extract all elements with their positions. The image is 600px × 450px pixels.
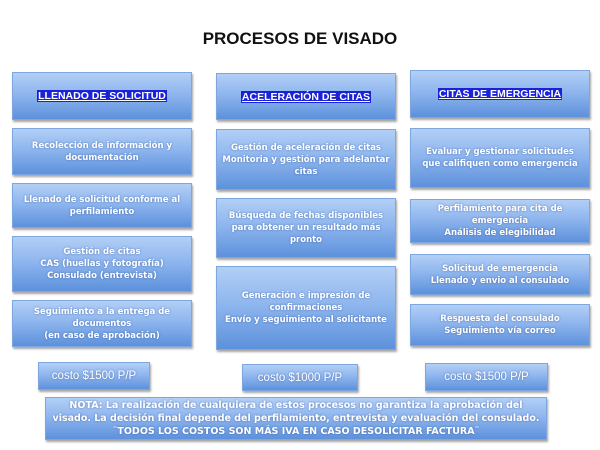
process-box: Búsqueda de fechas disponibles para obte…	[216, 198, 396, 258]
process-box: Perfilamiento para cita de emergencia An…	[410, 199, 590, 243]
header-label: ACELERACIÓN DE CITAS	[240, 90, 372, 103]
page-title: PROCESOS DE VISADO	[202, 29, 398, 48]
process-box: Generación e impresión de confirmaciones…	[216, 266, 396, 350]
process-box: Llenado de solicitud conforme al perfila…	[12, 183, 192, 228]
process-box: Gestión de aceleración de citas Monitori…	[216, 129, 396, 190]
cost-label: costo $1000 P/P	[242, 364, 358, 391]
cost-label: costo $1500 P/P	[425, 363, 548, 391]
disclaimer-note: NOTA: La realización de cualquiera de es…	[45, 397, 547, 440]
process-box: Solicitud de emergencia Llenado y envio …	[410, 254, 590, 295]
process-box: Gestión de citas CAS (huellas y fotograf…	[12, 236, 192, 292]
process-box: Recolección de información y documentaci…	[12, 128, 192, 175]
header-label: LLENADO DE SOLICITUD	[37, 90, 167, 102]
column-header-aceleracion: ACELERACIÓN DE CITAS	[216, 73, 396, 120]
column-header-llenado: LLENADO DE SOLICITUD	[12, 72, 192, 120]
header-label: CITAS DE EMERGENCIA	[437, 88, 563, 100]
process-box: Seguimiento a la entrega de documentos (…	[12, 300, 192, 347]
column-header-emergencia: CITAS DE EMERGENCIA	[410, 70, 590, 118]
cost-label: costo $1500 P/P	[38, 362, 150, 390]
process-box: Respuesta del consulado Seguimiento vía …	[410, 304, 590, 346]
process-box: Evaluar y gestionar solicitudes que cali…	[410, 128, 590, 188]
